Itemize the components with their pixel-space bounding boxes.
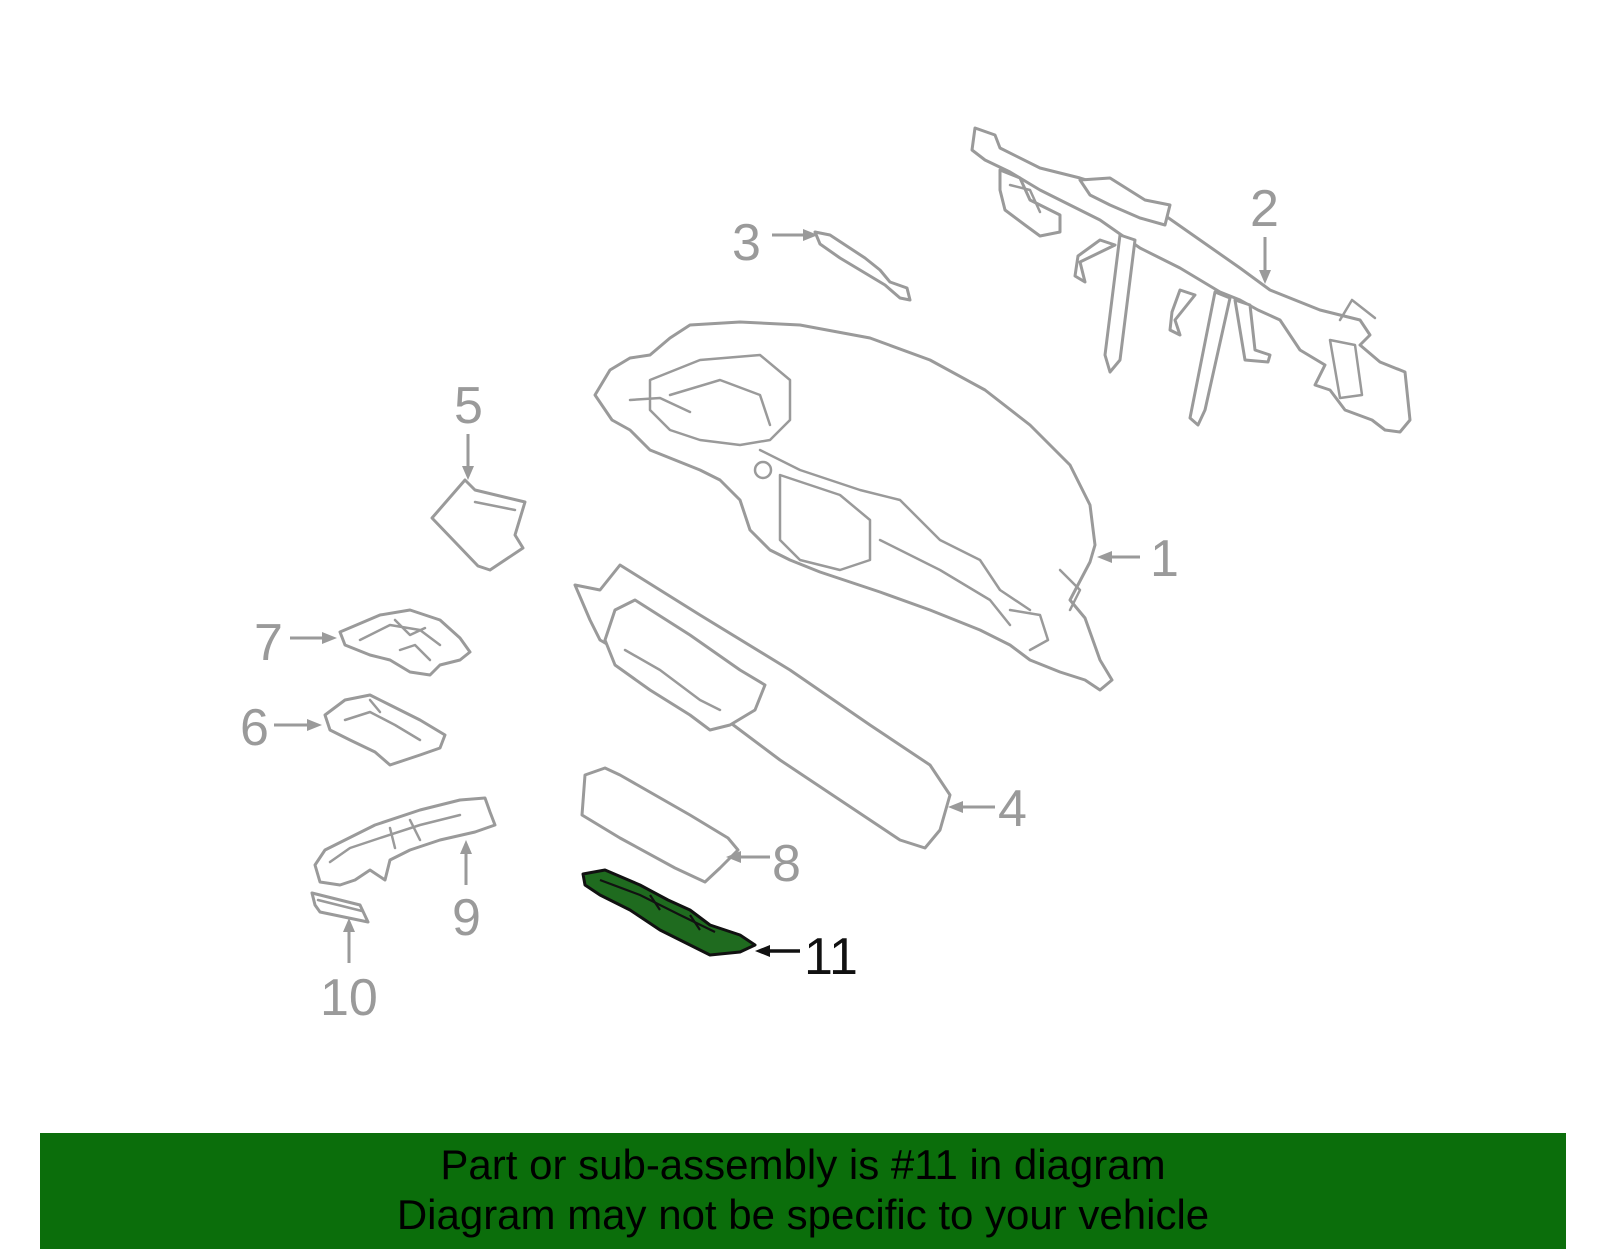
callout-8-label: 8 xyxy=(772,835,801,893)
callout-10: 10 xyxy=(320,918,378,1027)
part-3-bracket xyxy=(813,230,912,302)
part-4-trim-panel xyxy=(573,563,952,850)
callout-3-label: 3 xyxy=(732,214,761,272)
callout-10-label: 10 xyxy=(320,969,378,1027)
callout-6-label: 6 xyxy=(240,699,269,757)
info-banner: Part or sub-assembly is #11 in diagram D… xyxy=(40,1133,1566,1249)
banner-line-2: Diagram may not be specific to your vehi… xyxy=(396,1191,1210,1238)
callout-4-label: 4 xyxy=(998,780,1027,838)
callout-9-label: 9 xyxy=(452,889,481,947)
callout-1-label: 1 xyxy=(1150,530,1179,588)
callout-9: 9 xyxy=(452,840,481,947)
callout-5-label: 5 xyxy=(454,377,483,435)
callout-6: 6 xyxy=(240,699,322,757)
callout-11: 11 xyxy=(755,928,858,986)
callout-7-label: 7 xyxy=(254,614,283,672)
callout-2-label: 2 xyxy=(1250,180,1279,238)
banner-line-1: Part or sub-assembly is #11 in diagram xyxy=(440,1141,1166,1188)
part-1-instrument-panel xyxy=(593,320,1114,692)
callout-2: 2 xyxy=(1250,180,1279,284)
part-2-cross-car-beam xyxy=(970,126,1412,434)
part-7-component xyxy=(338,608,472,677)
part-8-panel xyxy=(580,766,740,884)
callout-7: 7 xyxy=(254,614,337,672)
callout-3: 3 xyxy=(732,214,818,272)
part-9-air-duct xyxy=(313,796,497,887)
callout-5: 5 xyxy=(454,377,483,480)
callout-4: 4 xyxy=(948,780,1027,838)
part-10-vent xyxy=(310,891,370,924)
callout-1: 1 xyxy=(1097,530,1179,588)
part-5-cover xyxy=(430,478,527,572)
callout-8: 8 xyxy=(726,835,801,893)
callout-11-label: 11 xyxy=(804,928,858,986)
part-11-highlighted xyxy=(581,868,757,957)
part-6-component xyxy=(323,693,447,767)
